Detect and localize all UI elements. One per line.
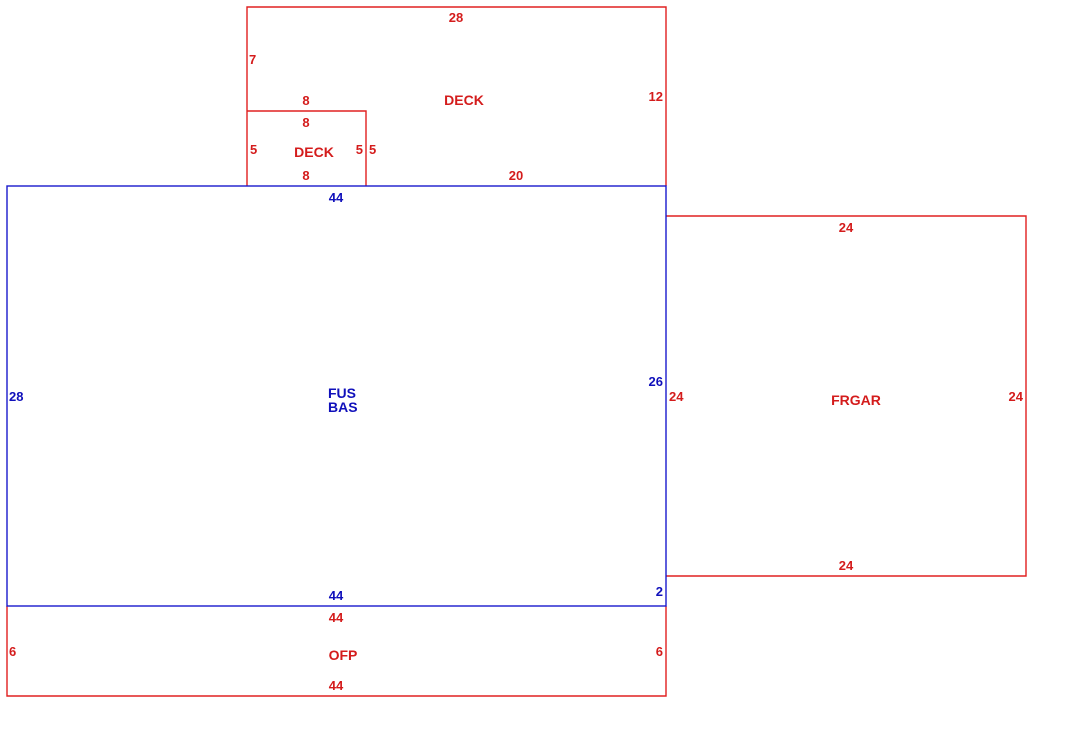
garage-label: FRGAR [831, 392, 881, 408]
deck-upper-right-dim: 12 [649, 89, 663, 104]
porch-bottom-dim: 44 [329, 678, 344, 693]
porch-label: OFP [329, 647, 358, 663]
garage-bottom-dim: 24 [839, 558, 854, 573]
deck-upper-bottom-dim: 20 [509, 168, 523, 183]
deck-upper-top-dim: 28 [449, 10, 463, 25]
deck-small-left-dim: 5 [250, 142, 257, 157]
deck-upper-left-dim: 7 [249, 52, 256, 67]
porch-left-dim: 6 [9, 644, 16, 659]
garage-outline [666, 215, 1027, 577]
main-corner-dim: 2 [656, 584, 663, 599]
porch-outline [6, 606, 667, 697]
main-bottom-dim: 44 [329, 588, 344, 603]
main-label-line1: FUS [328, 385, 356, 401]
deck-small-right-dim-outer: 5 [369, 142, 376, 157]
deck-small-outline [247, 110, 367, 186]
garage-right-dim: 24 [1009, 389, 1024, 404]
deck-upper-outline [246, 6, 667, 186]
porch-right-dim: 6 [656, 644, 663, 659]
garage-left-dim: 24 [669, 389, 684, 404]
garage-top-dim: 24 [839, 220, 854, 235]
main-right-dim: 26 [649, 374, 663, 389]
deck-small-right-dim-inner: 5 [356, 142, 363, 157]
main-top-dim: 44 [329, 190, 344, 205]
deck-upper-label: DECK [444, 92, 484, 108]
porch-top-dim: 44 [329, 610, 344, 625]
main-label-line2: BAS [328, 399, 358, 415]
deck-small-bottom-dim: 8 [302, 168, 309, 183]
main-left-dim: 28 [9, 389, 23, 404]
deck-small-label: DECK [294, 144, 334, 160]
deck-upper-inner-top-dim: 8 [302, 93, 309, 108]
main-building-outline [6, 185, 667, 607]
deck-small-top-dim: 8 [302, 115, 309, 130]
